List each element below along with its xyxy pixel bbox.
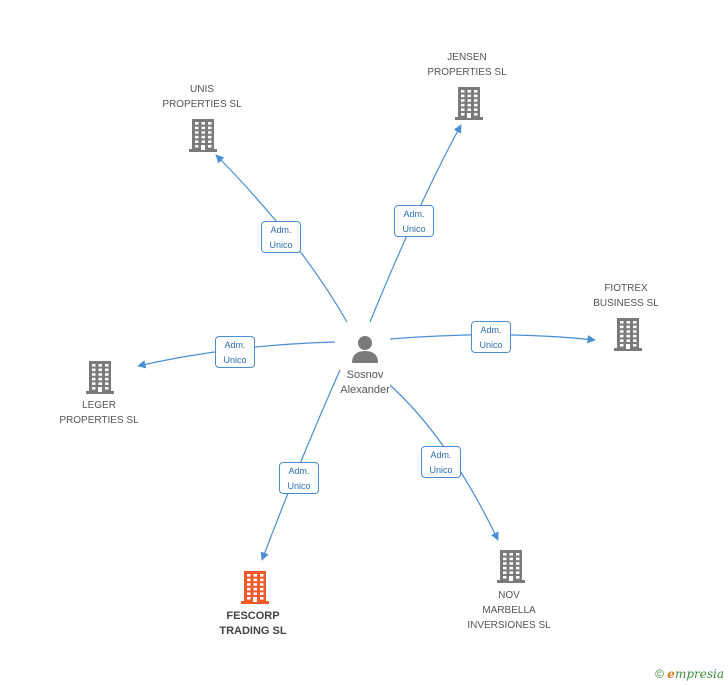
person-name-line2: Alexander [340, 384, 390, 396]
edge-label-leger[interactable]: Adm. Unico [215, 336, 255, 368]
company-label-leger[interactable]: LEGER PROPERTIES SL [59, 398, 138, 428]
company-label-unis[interactable]: UNIS PROPERTIES SL [162, 82, 241, 112]
company-name-line2: PROPERTIES SL [162, 99, 242, 110]
company-label-fiotrex[interactable]: FIOTREX BUSINESS SL [593, 281, 659, 311]
company-name-line1: UNIS [190, 84, 214, 95]
company-name-line2: BUSINESS SL [593, 298, 659, 309]
edge-label-role: Adm. [288, 466, 310, 476]
footer-brand[interactable]: © empresia [655, 667, 724, 681]
edge-label-role-detail: Unico [402, 224, 426, 234]
edge-label-role: Adm. [480, 325, 502, 335]
edge-label-role-detail: Unico [287, 481, 311, 491]
company-name-line2: TRADING SL [219, 625, 287, 637]
building-icon[interactable] [455, 86, 483, 120]
company-name-line1: FIOTREX [604, 283, 648, 294]
person-name[interactable]: Sosnov Alexander [340, 368, 390, 398]
building-icon[interactable] [189, 118, 217, 152]
edge-label-nov[interactable]: Adm. Unico [421, 446, 461, 478]
person-name-line1: Sosnov [346, 369, 384, 381]
company-name-line1: FESCORP [226, 610, 280, 622]
building-icon-focus[interactable] [241, 570, 269, 604]
company-label-fescorp[interactable]: FESCORP TRADING SL [219, 609, 286, 639]
company-name-line2: PROPERTIES SL [427, 67, 507, 78]
edge-label-role: Adm. [270, 225, 292, 235]
edge-label-role-detail: Unico [479, 340, 503, 350]
company-label-jensen[interactable]: JENSEN PROPERTIES SL [427, 50, 506, 80]
company-name-line1: JENSEN [447, 52, 487, 63]
company-name-line1: LEGER [82, 400, 116, 411]
edge-label-unis[interactable]: Adm. Unico [261, 221, 301, 253]
brand-logo-text: mpresia [674, 667, 724, 681]
brand-logo-e: e [667, 667, 675, 681]
edge-label-role: Adm. [224, 340, 246, 350]
building-icon[interactable] [614, 317, 642, 351]
company-name-line1: NOV [498, 590, 520, 601]
company-name-line3: INVERSIONES SL [467, 620, 551, 631]
edge-label-role-detail: Unico [269, 240, 293, 250]
building-icon[interactable] [497, 549, 525, 583]
company-name-line2: PROPERTIES SL [59, 415, 139, 426]
company-label-nov[interactable]: NOV MARBELLA INVERSIONES SL [467, 588, 550, 633]
building-icon[interactable] [86, 360, 114, 394]
edge-label-role: Adm. [403, 209, 425, 219]
brand-logo: empresia [667, 667, 724, 681]
edge-label-role-detail: Unico [223, 355, 247, 365]
company-name-line2: MARBELLA [482, 605, 536, 616]
person-icon[interactable] [350, 334, 380, 364]
edge-label-jensen[interactable]: Adm. Unico [394, 205, 434, 237]
edge-label-role: Adm. [430, 450, 452, 460]
edge-label-role-detail: Unico [429, 465, 453, 475]
edge-label-fiotrex[interactable]: Adm. Unico [471, 321, 511, 353]
edge-label-fescorp[interactable]: Adm. Unico [279, 462, 319, 494]
copyright-symbol: © [655, 667, 664, 681]
